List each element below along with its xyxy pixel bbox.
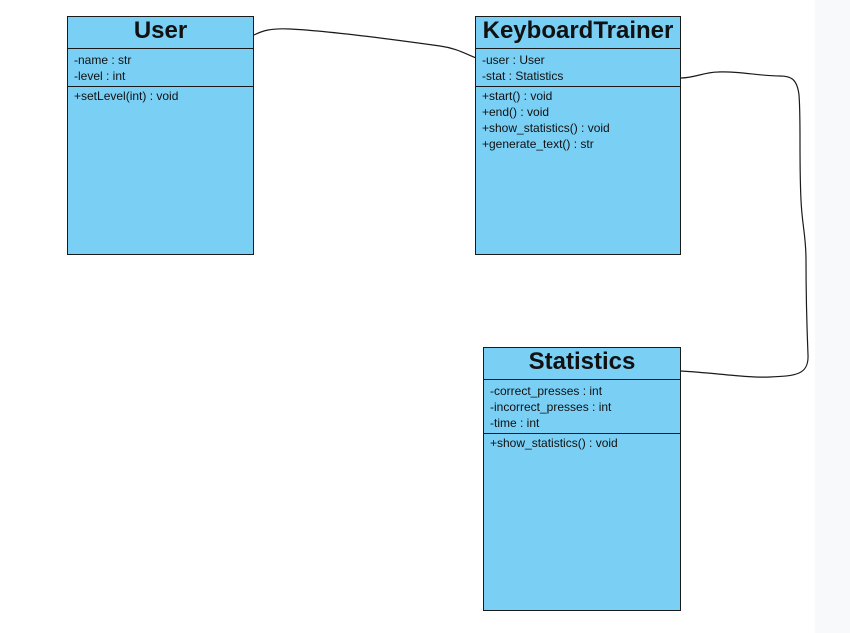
class-title: KeyboardTrainer xyxy=(476,17,680,49)
class-title: User xyxy=(68,17,253,49)
attribute: -stat : Statistics xyxy=(482,69,564,83)
association-keyboardtrainer-statistics xyxy=(680,71,809,378)
attributes-compartment: -name : str -level : int xyxy=(68,49,253,87)
association-user-keyboardtrainer xyxy=(253,28,477,59)
attribute: -correct_presses : int xyxy=(490,384,603,398)
method: +setLevel(int) : void xyxy=(74,89,179,103)
attributes-compartment: -correct_presses : int -incorrect_presse… xyxy=(484,380,680,434)
attribute: -time : int xyxy=(490,416,540,430)
class-box-keyboardtrainer[interactable]: KeyboardTrainer -user : User -stat : Sta… xyxy=(475,16,681,255)
methods-compartment: +start() : void +end() : void +show_stat… xyxy=(476,87,680,154)
methods-compartment: +show_statistics() : void xyxy=(484,434,680,453)
attribute: -level : int xyxy=(74,69,126,83)
class-box-user[interactable]: User -name : str -level : int +setLevel(… xyxy=(67,16,254,255)
attribute: -user : User xyxy=(482,53,545,67)
method: +show_statistics() : void xyxy=(490,436,618,450)
class-title: Statistics xyxy=(484,348,680,380)
method: +end() : void xyxy=(482,105,550,119)
methods-compartment: +setLevel(int) : void xyxy=(68,87,253,106)
method: +start() : void xyxy=(482,89,553,103)
class-box-statistics[interactable]: Statistics -correct_presses : int -incor… xyxy=(483,347,681,611)
attributes-compartment: -user : User -stat : Statistics xyxy=(476,49,680,87)
attribute: -incorrect_presses : int xyxy=(490,400,612,414)
right-edge-panel xyxy=(815,0,850,633)
method: +show_statistics() : void xyxy=(482,121,610,135)
method: +generate_text() : str xyxy=(482,137,594,151)
attribute: -name : str xyxy=(74,53,132,67)
